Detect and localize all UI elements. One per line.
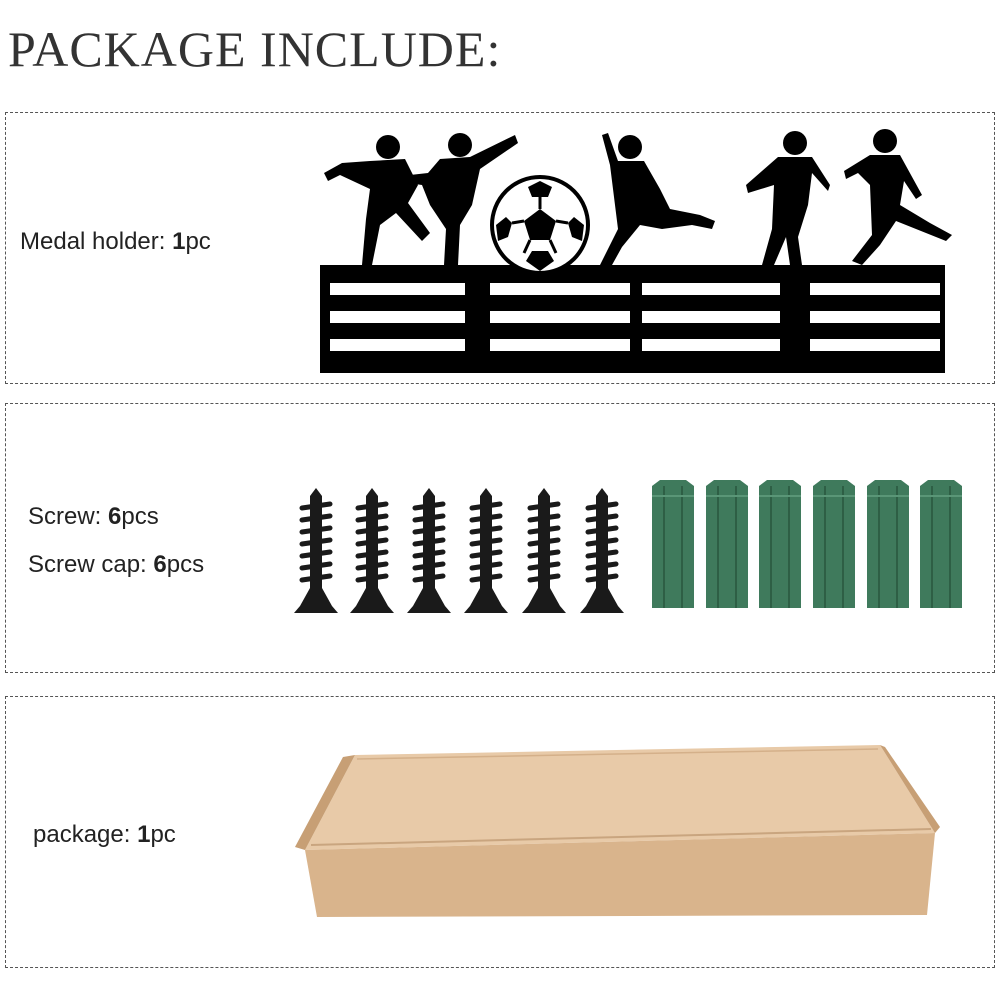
wall-anchor-icon <box>651 480 695 609</box>
medal-holder-panel <box>5 112 995 384</box>
screw-label: Screw: 6pcs <box>28 503 159 530</box>
screw-icon <box>407 488 451 613</box>
screw-cap-label: Screw cap: 6pcs <box>28 551 205 578</box>
screw-icon <box>294 488 338 613</box>
screws-panel <box>5 403 995 673</box>
package-panel <box>5 696 995 968</box>
wall-anchor-icon <box>919 480 963 609</box>
wall-anchor-icon <box>758 480 802 609</box>
screws-and-caps-image <box>290 480 963 615</box>
medal-holder-image <box>320 129 952 373</box>
page-title: PACKAGE INCLUDE: <box>8 21 502 77</box>
screw-icon <box>580 488 624 613</box>
screw-icon <box>464 488 508 613</box>
screw-icon <box>522 488 566 613</box>
cardboard-box-image <box>295 745 940 917</box>
wall-anchor-icon <box>812 480 856 609</box>
medal-holder-label: Medal holder: 1pc <box>20 228 211 255</box>
screw-icon <box>350 488 394 613</box>
wall-anchor-icon <box>705 480 749 609</box>
wall-anchor-icon <box>866 480 910 609</box>
package-label: package: 1pc <box>33 821 176 848</box>
